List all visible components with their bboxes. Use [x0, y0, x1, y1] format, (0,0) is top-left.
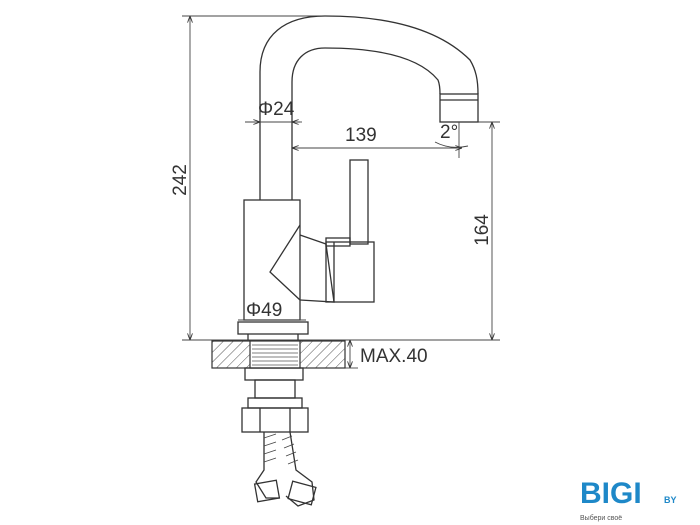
dimension-pipe-diameter: Φ24: [245, 99, 302, 122]
dimension-base-diameter: Φ49: [237, 300, 309, 340]
dimension-label-164: 164: [472, 214, 493, 246]
dimension-total-height: 242: [170, 16, 191, 340]
logo-brand: BIGI: [580, 477, 642, 510]
logo-tagline: Выбери своё: [580, 514, 622, 522]
countertop: MAX.40: [211, 340, 428, 369]
dimension-label-max40: MAX.40: [360, 346, 428, 367]
faucet-body: [243, 159, 375, 321]
dimension-label-phi49: Φ49: [246, 300, 282, 321]
dimension-spout-height: 164: [472, 122, 493, 340]
mounting-hardware: [241, 367, 317, 507]
dimension-label-phi24: Φ24: [258, 99, 295, 120]
dimension-reach: 139: [292, 125, 462, 148]
logo-suffix: BY: [664, 495, 677, 505]
dimension-label-139: 139: [345, 125, 377, 146]
dimension-label-2deg: 2°: [440, 122, 458, 143]
dimension-angle: 2°: [434, 122, 469, 158]
handle-lever: [349, 159, 369, 245]
dimension-label-242: 242: [170, 164, 191, 196]
extension-lines: [182, 15, 500, 369]
brand-logo: BIGI BY Выбери своё: [580, 477, 677, 522]
